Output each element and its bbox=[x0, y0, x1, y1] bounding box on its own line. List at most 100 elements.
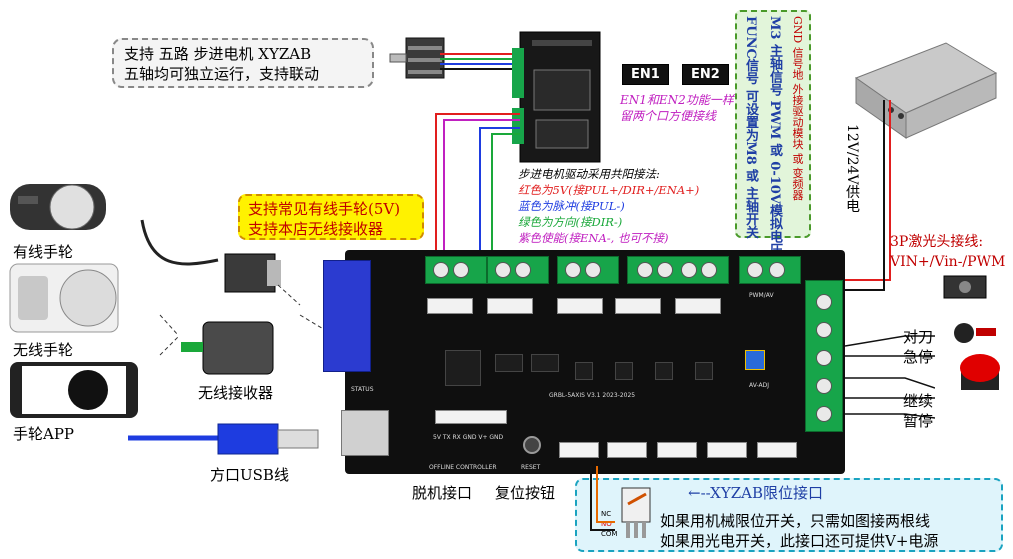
spindle-func-text: FUNC信号 可设置为M8 或 主轴开关 bbox=[743, 16, 758, 239]
power-supply-label: 12V/24V供电 bbox=[844, 124, 860, 213]
motor-wires bbox=[440, 53, 520, 70]
limit-switch-icon bbox=[612, 484, 656, 544]
probe-label: 对刀 bbox=[903, 328, 934, 346]
driver-signal-wires bbox=[435, 113, 520, 250]
wireless-handwheel-label: 无线手轮 bbox=[13, 341, 74, 359]
board-av-adj-label: AV-ADJ bbox=[749, 382, 770, 389]
wiring-blue: 蓝色为脉冲(接PUL-) bbox=[518, 199, 625, 213]
handwheel-arrows bbox=[159, 284, 326, 356]
screw bbox=[515, 262, 531, 278]
screw bbox=[816, 322, 832, 338]
laser-module-icon bbox=[940, 272, 990, 302]
screw bbox=[816, 294, 832, 310]
header-y[interactable] bbox=[487, 298, 533, 314]
limit-wires bbox=[590, 466, 615, 531]
handwheel-cable bbox=[140, 219, 219, 266]
header-b[interactable] bbox=[675, 298, 721, 314]
en-note-line1: EN1和EN2功能一样 bbox=[620, 93, 734, 107]
driver-chip bbox=[495, 354, 523, 372]
switch-nc-label: NC bbox=[601, 510, 612, 518]
laser-wiring-note: 3P激光头接线: VIN+/Vin-/PWM bbox=[890, 232, 1005, 272]
wireless-handwheel-icon bbox=[8, 262, 120, 334]
handwheel-support-line2: 支持本店无线接收器 bbox=[248, 220, 384, 238]
wireless-receiver-icon bbox=[175, 318, 285, 378]
wiring-title: 步进电机驱动采用共阳接法: bbox=[518, 167, 660, 181]
screw bbox=[637, 262, 653, 278]
board-usb-port[interactable] bbox=[341, 410, 389, 456]
board-offline-pins: 5V TX RX GND V+ GND bbox=[433, 434, 504, 441]
driver-chip bbox=[531, 354, 559, 372]
usb-cable-label: 方口USB线 bbox=[210, 466, 289, 484]
offline-controller-header[interactable] bbox=[435, 410, 507, 424]
phone-app-label: 手轮APP bbox=[13, 425, 75, 443]
limit-title: ←--XYZAB限位接口 bbox=[688, 484, 824, 502]
wiring-green: 绿色为方向(接DIR-) bbox=[518, 215, 623, 229]
header-a[interactable] bbox=[615, 298, 661, 314]
wiring-red: 红色为5V(接PUL+/DIR+/ENA+) bbox=[518, 183, 700, 197]
switch-no-label: NO bbox=[601, 520, 612, 528]
phone-app-icon bbox=[8, 360, 140, 420]
optocoupler bbox=[575, 362, 593, 380]
header-x[interactable] bbox=[427, 298, 473, 314]
limit-header-a[interactable] bbox=[707, 442, 747, 458]
limit-header-b[interactable] bbox=[757, 442, 797, 458]
board-db9-port[interactable] bbox=[323, 260, 371, 372]
wired-handwheel-label: 有线手轮 bbox=[13, 243, 74, 261]
screw bbox=[701, 262, 717, 278]
resume-label: 继续 bbox=[903, 392, 934, 410]
screw bbox=[657, 262, 673, 278]
en2-label: EN2 bbox=[682, 64, 729, 85]
five-axis-line1: 支持 五路 步进电机 XYZAB bbox=[124, 45, 312, 63]
limit-line2: 如果用光电开关，此接口还可提供V+电源 bbox=[660, 532, 939, 550]
screw bbox=[495, 262, 511, 278]
screw bbox=[585, 262, 601, 278]
screw bbox=[769, 262, 785, 278]
wired-handwheel-icon bbox=[8, 176, 108, 236]
laser-line1: 3P激光头接线: bbox=[890, 234, 984, 250]
limit-header-z[interactable] bbox=[657, 442, 697, 458]
power-wires bbox=[840, 100, 891, 291]
screw bbox=[433, 262, 449, 278]
handwheel-support-line1: 支持常见有线手轮(5V) bbox=[248, 200, 401, 218]
signal-lines bbox=[845, 335, 935, 419]
mcu-chip bbox=[445, 350, 481, 386]
screw bbox=[565, 262, 581, 278]
screw bbox=[453, 262, 469, 278]
board-model: GRBL-5AXIS V3.1 2023-2025 bbox=[549, 392, 636, 399]
reset-button-label: 复位按钮 bbox=[495, 484, 556, 502]
board-status-label: STATUS bbox=[351, 386, 374, 393]
spindle-pwm-text: M3 主轴信号 PWM 或 0-10V模拟电压 bbox=[767, 16, 782, 256]
en-note-line2: 留两个口方便接线 bbox=[620, 109, 717, 123]
power-supply-icon bbox=[846, 38, 1001, 143]
optocoupler bbox=[615, 362, 633, 380]
stepper-driver-icon bbox=[512, 30, 602, 165]
limit-header-y[interactable] bbox=[607, 442, 647, 458]
driver-wiring-note: 步进电机驱动采用共阳接法: 红色为5V(接PUL+/DIR+/ENA+) 蓝色为… bbox=[518, 166, 699, 246]
spindle-info-panel: FUNC信号 可设置为M8 或 主轴开关 M3 主轴信号 PWM 或 0-10V… bbox=[735, 10, 811, 256]
board-reset-label: RESET bbox=[521, 464, 541, 471]
optocoupler bbox=[695, 362, 713, 380]
offline-interface-label: 脱机接口 bbox=[412, 484, 473, 502]
probe-clip-icon bbox=[950, 318, 1000, 348]
handwheel-support-box: 支持常见有线手轮(5V) 支持本店无线接收器 bbox=[238, 194, 424, 240]
switch-com-label: COM bbox=[601, 530, 618, 538]
five-axis-line2: 五轴均可独立运行，支持联动 bbox=[124, 65, 320, 83]
usb-cable-icon bbox=[128, 418, 348, 464]
stepper-motor-icon bbox=[388, 32, 448, 84]
five-axis-callout: 支持 五路 步进电机 XYZAB 五轴均可独立运行，支持联动 bbox=[112, 38, 374, 88]
reset-button[interactable] bbox=[523, 436, 541, 454]
en1-label: EN1 bbox=[622, 64, 669, 85]
en-note: EN1和EN2功能一样 留两个口方便接线 bbox=[620, 92, 734, 124]
limit-header-x[interactable] bbox=[559, 442, 599, 458]
screw bbox=[681, 262, 697, 278]
av-adj-potentiometer[interactable] bbox=[745, 350, 765, 370]
board-pwm-av-label: PWM/AV bbox=[749, 292, 774, 299]
estop-label: 急停 bbox=[903, 348, 934, 366]
controller-board: GRBL-5AXIS V3.1 2023-2025 OFFLINE CONTRO… bbox=[323, 250, 845, 474]
wireless-receiver-label: 无线接收器 bbox=[198, 384, 274, 402]
screw bbox=[816, 378, 832, 394]
board-offline-label: OFFLINE CONTROLLER bbox=[429, 464, 497, 471]
limit-line1: 如果用机械限位开关，只需如图接两根线 bbox=[660, 512, 931, 530]
header-z[interactable] bbox=[557, 298, 603, 314]
wiring-purple: 紫色使能(接ENA-, 也可不接) bbox=[518, 231, 669, 245]
